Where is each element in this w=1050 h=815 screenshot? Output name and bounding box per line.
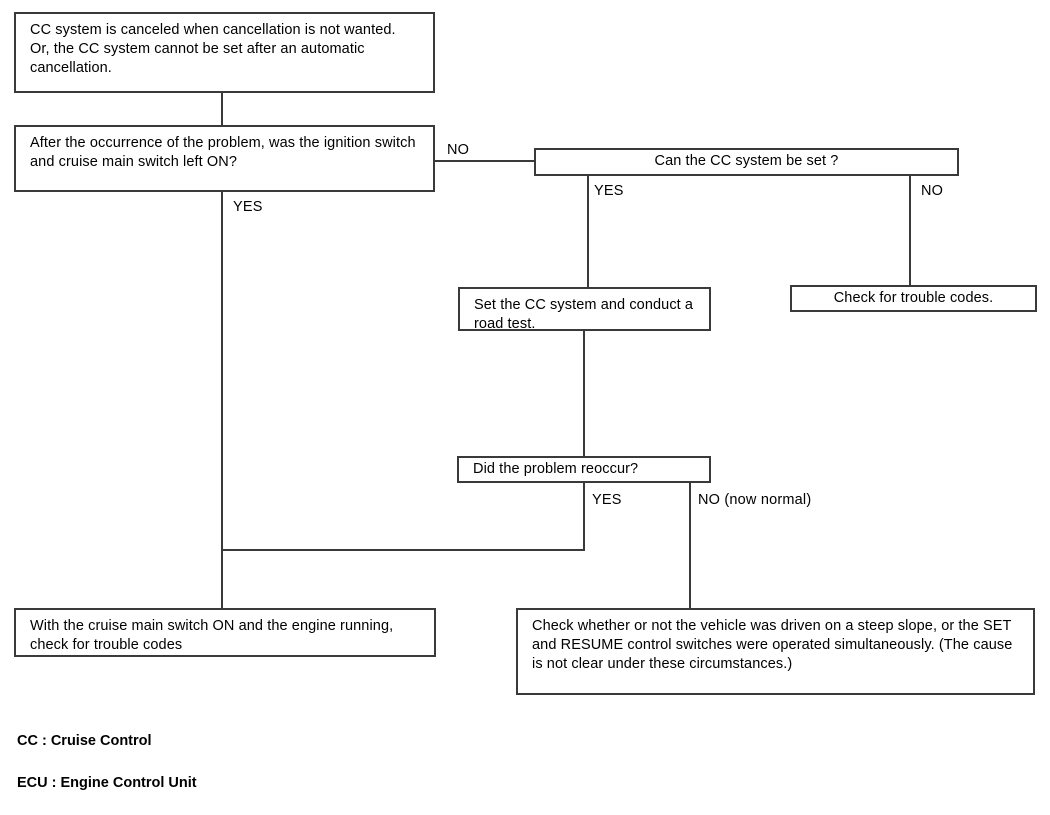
connector-ignition-no-horizontal — [435, 160, 535, 162]
connector-can-set-yes-vertical — [587, 176, 589, 288]
node-set-and-road-test: Set the CC system and conduct a road tes… — [458, 287, 711, 333]
node-check-trouble-codes-text: Check for trouble codes. — [833, 289, 994, 306]
connector-roadtest-to-reoccur — [583, 331, 585, 457]
legend-line-cc: CC : Cruise Control — [17, 733, 152, 750]
connector-reoccur-yes-vertical — [583, 483, 585, 551]
node-cruise-switch-on-check: With the cruise main switch ON and the e… — [14, 608, 436, 657]
legend: CC : Cruise Control ECU : Engine Control… — [17, 710, 197, 815]
edge-label-can-set-no: NO — [921, 183, 944, 199]
node-symptom: CC system is canceled when cancellation … — [14, 12, 435, 93]
node-set-and-road-test-text: Set the CC system and conduct a road tes… — [474, 297, 694, 333]
node-steep-slope-check-text: Check whether or not the vehicle was dri… — [532, 618, 1013, 673]
edge-label-can-set-yes: YES — [594, 183, 624, 199]
connector-reoccur-no-vertical — [689, 483, 691, 609]
node-steep-slope-check: Check whether or not the vehicle was dri… — [516, 608, 1035, 695]
edge-label-reoccur-no: NO (now normal) — [698, 492, 812, 508]
node-question-ignition-text: After the occurrence of the problem, was… — [30, 135, 416, 171]
connector-symptom-to-ignition — [221, 93, 223, 126]
node-question-reoccur: Did the problem reoccur? — [457, 456, 711, 483]
node-question-can-set: Can the CC system be set ? — [534, 148, 959, 176]
node-question-reoccur-text: Did the problem reoccur? — [473, 460, 639, 477]
node-cruise-switch-on-check-text: With the cruise main switch ON and the e… — [30, 618, 394, 654]
node-question-can-set-text: Can the CC system be set ? — [654, 153, 839, 170]
node-question-ignition: After the occurrence of the problem, was… — [14, 125, 435, 192]
edge-label-ignition-yes: YES — [233, 199, 263, 215]
node-check-trouble-codes: Check for trouble codes. — [790, 285, 1037, 312]
flowchart-canvas: CC system is canceled when cancellation … — [14, 12, 1037, 791]
edge-label-reoccur-yes: YES — [592, 492, 622, 508]
node-symptom-text: CC system is canceled when cancellation … — [30, 22, 396, 77]
connector-can-set-no-vertical — [909, 176, 911, 286]
connector-reoccur-yes-horizontal — [221, 549, 585, 551]
connector-ignition-yes-vertical — [221, 192, 223, 609]
legend-line-ecu: ECU : Engine Control Unit — [17, 775, 197, 792]
edge-label-ignition-no: NO — [447, 142, 470, 158]
